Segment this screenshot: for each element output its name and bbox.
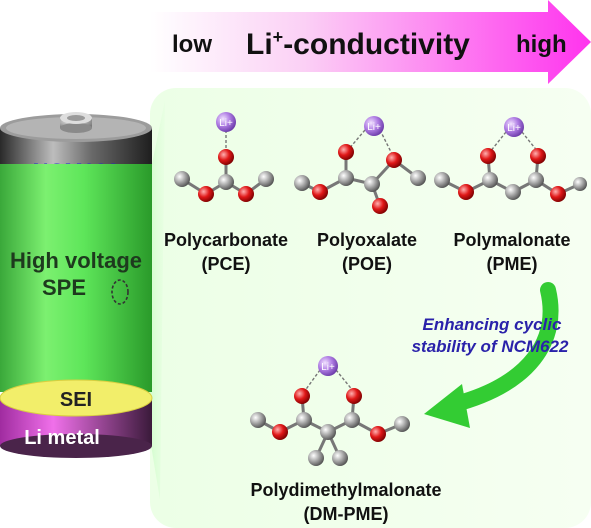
oxygen-atom xyxy=(480,148,496,164)
carbon-atom xyxy=(332,450,348,466)
carbon-atom xyxy=(174,171,190,187)
carbon-atom xyxy=(320,424,336,440)
anode-label: Li metal xyxy=(24,427,100,449)
spe-zoom-marker xyxy=(111,279,129,305)
oxygen-atom xyxy=(346,388,362,404)
sei-label: SEI xyxy=(60,389,92,411)
oxygen-atom xyxy=(198,186,214,202)
oxygen-atom xyxy=(312,184,328,200)
oxygen-atom xyxy=(294,388,310,404)
arrow-high-label: high xyxy=(516,31,567,58)
oxygen-atom xyxy=(370,426,386,442)
oxygen-atom xyxy=(458,184,474,200)
arrow-title: Li+-conductivity xyxy=(246,27,470,61)
oxygen-atom xyxy=(338,144,354,160)
conductivity-arrow: low Li+-conductivity high xyxy=(150,0,591,84)
molecule-name: Polycarbonate xyxy=(164,230,288,250)
carbon-atom xyxy=(573,177,587,191)
carbon-atom xyxy=(482,172,498,188)
electrolyte-body xyxy=(0,164,152,392)
carbon-atom xyxy=(218,174,234,190)
lithium-atom xyxy=(318,356,338,376)
oxygen-atom xyxy=(372,198,388,214)
lithium-label: Li+ xyxy=(321,362,335,373)
oxygen-atom xyxy=(550,186,566,202)
carbon-atom xyxy=(364,176,380,192)
molecule-panel xyxy=(150,88,591,528)
lithium-label: Li+ xyxy=(367,122,381,133)
oxygen-atom xyxy=(218,149,234,165)
molecule-pme: Li+ Polymalonate (PME) xyxy=(434,117,587,274)
molecule-abbr: (PCE) xyxy=(202,254,251,274)
electrolyte-label-line1: High voltage xyxy=(10,248,142,273)
lithium-label: Li+ xyxy=(507,123,521,134)
carbon-atom xyxy=(434,172,450,188)
molecule-pce: Li+ Polycarbonate (PCE) xyxy=(164,112,288,274)
sei-layer xyxy=(0,379,153,417)
battery: NCM622 High voltage SPE SEI Li metal xyxy=(0,112,153,458)
annotation-line2: stability of NCM622 xyxy=(412,337,569,356)
carbon-atom xyxy=(394,416,410,432)
molecule-name: Polyoxalate xyxy=(317,230,417,250)
molecule-poe: Li+ Polyoxalate (POE) xyxy=(294,116,426,274)
carbon-atom xyxy=(308,450,324,466)
molecule-abbr: (POE) xyxy=(342,254,392,274)
arrow-title-li: Li xyxy=(246,28,273,61)
oxygen-atom xyxy=(530,148,546,164)
carbon-atom xyxy=(344,412,360,428)
carbon-atom xyxy=(294,175,310,191)
arrow-low-label: low xyxy=(172,31,212,58)
carbon-atom xyxy=(296,412,312,428)
lithium-label: Li+ xyxy=(219,118,233,129)
oxygen-atom xyxy=(386,152,402,168)
carbon-atom xyxy=(528,172,544,188)
molecule-abbr: (DM-PME) xyxy=(304,504,389,524)
oxygen-atom xyxy=(238,186,254,202)
annotation-line1: Enhancing cyclic xyxy=(423,315,562,334)
molecule-dm-pme: Li+ Polydimethylmalonate (DM-PME) xyxy=(250,356,442,524)
carbon-atom xyxy=(338,170,354,186)
lithium-atom xyxy=(504,117,524,137)
carbon-atom xyxy=(410,170,426,186)
carbon-atom xyxy=(258,171,274,187)
molecule-abbr: (PME) xyxy=(487,254,538,274)
electrolyte-label-line2: SPE xyxy=(42,275,86,300)
molecule-name: Polydimethylmalonate xyxy=(250,480,441,500)
carbon-atom xyxy=(250,412,266,428)
lithium-atom xyxy=(364,116,384,136)
arrow-title-sup: + xyxy=(273,27,284,47)
lithium-atom xyxy=(216,112,236,132)
molecule-name: Polymalonate xyxy=(453,230,570,250)
improvement-arrow xyxy=(424,282,559,428)
arrow-title-rest: -conductivity xyxy=(283,28,470,61)
carbon-atom xyxy=(505,184,521,200)
oxygen-atom xyxy=(272,424,288,440)
